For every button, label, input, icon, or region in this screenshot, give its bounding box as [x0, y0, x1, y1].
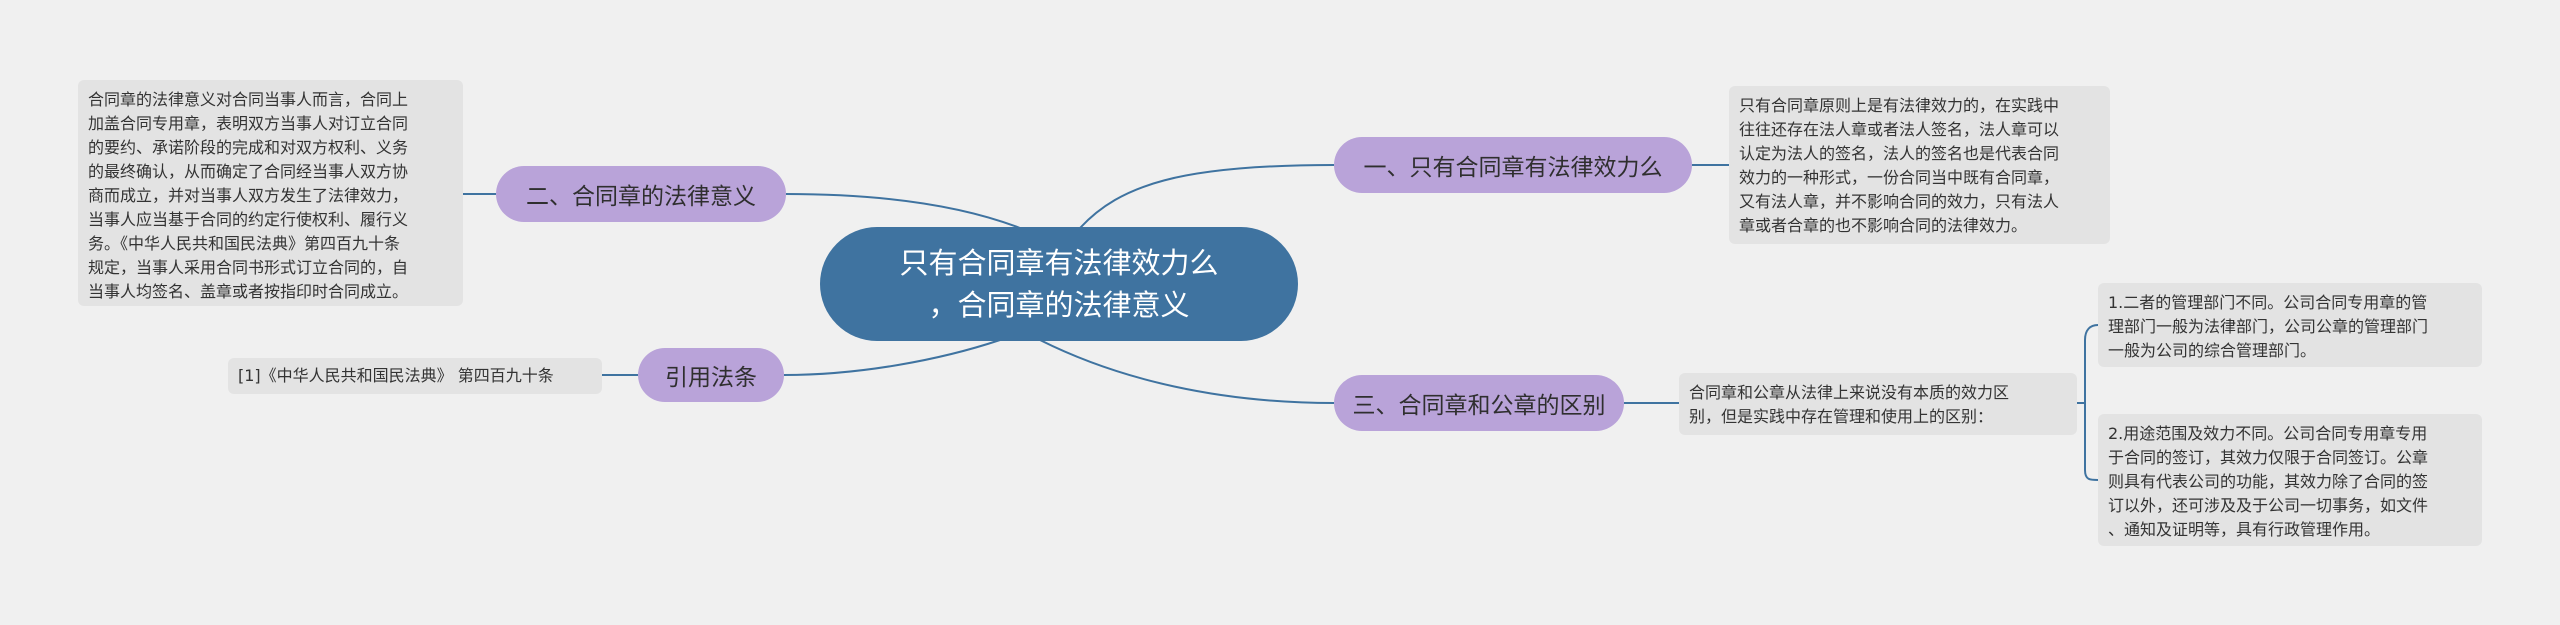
branch-legal-validity[interactable]: 一、只有合同章有法律效力么: [1334, 137, 1692, 193]
branch-seal-difference[interactable]: 三、合同章和公章的区别: [1334, 375, 1624, 431]
note-legal-meaning: 合同章的法律意义对合同当事人而言，合同上 加盖合同专用章，表明双方当事人对订立合…: [78, 80, 463, 306]
note-management-department: 1.二者的管理部门不同。公司合同专用章的管 理部门一般为法律部门，公司公章的管理…: [2098, 283, 2482, 367]
note-legal-validity: 只有合同章原则上是有法律效力的，在实践中 往往还存在法人章或者法人签名，法人章可…: [1729, 86, 2110, 244]
note-seal-difference: 合同章和公章从法律上来说没有本质的效力区 别，但是实践中存在管理和使用上的区别：: [1679, 373, 2077, 435]
bracket: [2084, 324, 2099, 481]
branch-cited-law[interactable]: 引用法条: [638, 348, 784, 402]
connector-root-b3: [1039, 339, 1335, 404]
connector-root-b4: [783, 339, 1001, 376]
note-usage-scope: 2.用途范围及效力不同。公司合同专用章专用 于合同的签订，其效力仅限于合同签订。…: [2098, 414, 2482, 546]
note-cited-law: [1]《中华人民共和国民法典》 第四百九十条: [228, 358, 602, 394]
branch-legal-meaning[interactable]: 二、合同章的法律意义: [496, 166, 786, 222]
connector-root-b1: [1079, 164, 1335, 229]
connector-root-b2: [785, 193, 1021, 229]
root-topic[interactable]: 只有合同章有法律效力么 ，合同章的法律意义: [820, 227, 1298, 341]
